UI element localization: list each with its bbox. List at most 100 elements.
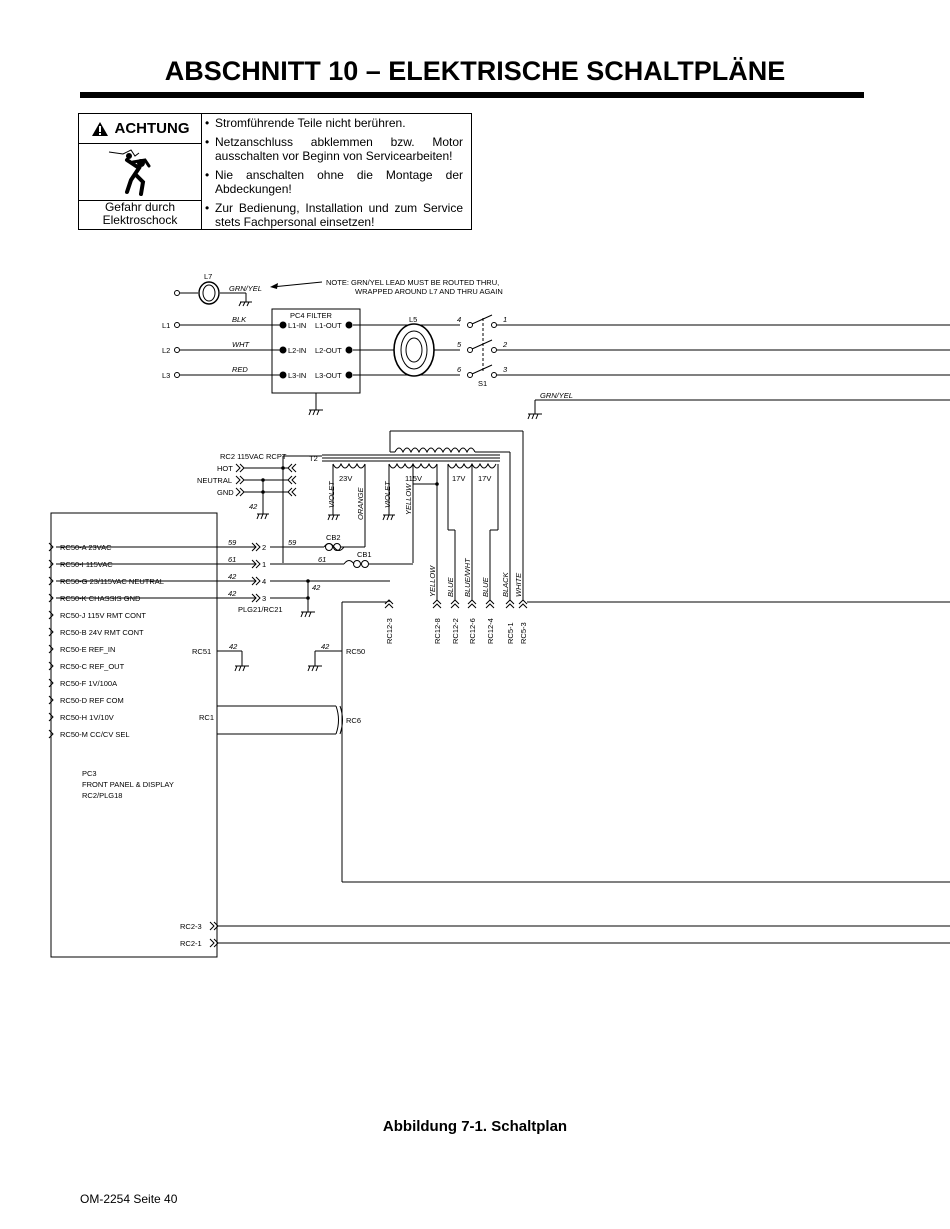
transformer-t2: T2 23V 115V 17V 17V — [309, 430, 524, 600]
rc50-pin-marker — [48, 542, 54, 552]
switch-out-1: 1 — [503, 315, 507, 324]
connector-pin-marker — [432, 599, 442, 609]
filter-l3-out: L3-OUT — [315, 371, 342, 380]
rc50-pin-marker — [48, 576, 54, 586]
grn-yel-label-2: GRN/YEL — [540, 391, 573, 400]
page-footer: OM-2254 Seite 40 — [80, 1192, 178, 1206]
pc3-line-2: FRONT PANEL & DISPLAY — [82, 780, 174, 789]
t2-label: T2 — [309, 454, 318, 463]
switch-in-4: 4 — [457, 315, 461, 324]
plg-pin-1: 1 — [262, 560, 266, 569]
switch-label: S1 — [478, 379, 487, 388]
connector-lead-color: BLUE — [481, 576, 490, 597]
plg-pin-4: 4 — [262, 577, 266, 586]
rc50-label: RC50 — [346, 647, 365, 656]
rc50-pin-marker — [48, 661, 54, 671]
rc50-pin-marker — [48, 627, 54, 637]
pc3-line-1: PC3 — [82, 769, 97, 778]
filter-l2-out: L2-OUT — [315, 346, 342, 355]
connector-pin-label: RC12-3 — [385, 618, 394, 644]
rc2-1-label: RC2-1 — [180, 939, 202, 948]
wire-42-label: 42 — [249, 502, 258, 511]
filter-l1-in: L1-IN — [288, 321, 306, 330]
wire-42-rc51: 42 — [229, 642, 238, 651]
connector-pin-label: RC12-8 — [433, 618, 442, 644]
warning-list: Stromführende Teile nicht berühren. Netz… — [205, 116, 463, 234]
connector-pin-marker — [485, 599, 495, 609]
figure-caption: Abbildung 7-1. Schaltplan — [382, 1118, 568, 1135]
rc50-pin-marker — [48, 729, 54, 739]
note-line-2: WRAPPED AROUND L7 AND THRU AGAIN — [355, 287, 503, 296]
rc50-pin-label: RC50-M CC/CV SEL — [60, 730, 130, 739]
warning-heading: ACHTUNG — [79, 114, 201, 144]
wire-42-a: 42 — [228, 572, 237, 581]
mains-input: L1 L2 L3 BLK WHT RED — [162, 315, 280, 380]
rc50-pin-label: RC50-C REF_OUT — [60, 662, 125, 671]
wire-42-b: 42 — [228, 589, 237, 598]
rc2-receptacle-label: RC2 115VAC RCPT — [220, 452, 287, 461]
pc3-line-3: RC2/PLG18 — [82, 791, 122, 800]
rc2-neutral: NEUTRAL — [197, 476, 232, 485]
secondary-17v-a-label: 17V — [452, 474, 465, 483]
plg-pin-2: 2 — [262, 543, 266, 552]
connector-lead-color: YELLOW — [428, 565, 437, 597]
rc6-label: RC6 — [346, 716, 361, 725]
wiring-schematic: L7 GRN/YEL NOTE: GRN/YEL LEAD MUST BE RO… — [48, 272, 950, 958]
secondary-17v-b-label: 17V — [478, 474, 491, 483]
lead-orange: ORANGE — [356, 486, 365, 520]
inductor-l7-label: L7 — [204, 272, 212, 281]
hazard-caption: Gefahr durch Elektroschock — [102, 200, 178, 227]
rc50-pin-marker — [48, 610, 54, 620]
connector-pin-marker — [518, 599, 528, 609]
connector-pin-label: RC12-4 — [486, 618, 495, 644]
connector-pin-label: RC12-2 — [451, 618, 460, 644]
connector-pin-label: RC5-1 — [506, 622, 515, 644]
connector-pin-label: RC12-6 — [468, 618, 477, 644]
rc50-pin-label: RC50-B 24V RMT CONT — [60, 628, 144, 637]
connector-pin-marker — [505, 599, 515, 609]
warning-triangle-icon — [91, 121, 108, 136]
connector-lead-color: BLUE/WHT — [463, 557, 472, 597]
wire-red-label: RED — [232, 365, 248, 374]
rc2-3-label: RC2-3 — [180, 922, 202, 931]
filter-l2-in: L2-IN — [288, 346, 306, 355]
rc2-hot: HOT — [217, 464, 233, 473]
l5-label: L5 — [409, 315, 417, 324]
filter-l1-out: L1-OUT — [315, 321, 342, 330]
rc50-pin-label: RC50-H 1V/10V — [60, 713, 114, 722]
plg21-label: PLG21/RC21 — [238, 605, 283, 614]
cb1-label: CB1 — [357, 550, 372, 559]
wire-wht-label: WHT — [232, 340, 250, 349]
rc50-pin-marker — [48, 695, 54, 705]
pc4-filter: PC4 FILTER L1-IN L2-IN L3-IN L1-OUT L2-O… — [271, 308, 361, 416]
wire-59-b: 59 — [288, 538, 297, 547]
switch-out-2: 2 — [502, 340, 508, 349]
warning-item: Netzanschluss abklemmen bzw. Motor aussc… — [205, 135, 463, 163]
connector-pin-marker — [450, 599, 460, 609]
connector-lead-color: WHITE — [514, 572, 523, 597]
rc50-pin-label: RC50-E REF_IN — [60, 645, 115, 654]
line-l3-label: L3 — [162, 371, 170, 380]
connector-lead-color: BLACK — [501, 571, 510, 597]
rc50-pin-marker — [48, 644, 54, 654]
title-rule — [80, 92, 864, 98]
warning-heading-text: ACHTUNG — [114, 120, 190, 137]
rc50-pin-marker — [48, 712, 54, 722]
rc1-label: RC1 — [199, 713, 214, 722]
rc50-pin-label: RC50-F 1V/100A — [60, 679, 117, 688]
filter-l3-in: L3-IN — [288, 371, 306, 380]
lead-yellow: YELLOW — [404, 483, 413, 515]
rc2-receptacle: RC2 115VAC RCPT HOT NEUTRAL GND 42 — [197, 452, 322, 563]
warning-item: Stromführende Teile nicht berühren. — [205, 116, 463, 130]
connector-pin-label: RC5-3 — [519, 622, 528, 644]
rc2-gnd: GND — [217, 488, 234, 497]
wire-blk-label: BLK — [232, 315, 247, 324]
warning-item: Nie anschalten ohne die Montage der Abde… — [205, 168, 463, 196]
rc50-pin-label: RC50-J 115V RMT CONT — [60, 611, 146, 620]
rc51-label: RC51 — [192, 647, 211, 656]
cb2-label: CB2 — [326, 533, 341, 542]
lead-violet-1: VIOLET — [327, 480, 336, 508]
wire-61-b: 61 — [318, 555, 326, 564]
connector-row: RC12-3 RC12-8 RC12-2 RC12-6 RC12-4 RC5-1 RC5-3… — [384, 557, 528, 644]
page-title: ABSCHNITT 10 – ELEKTRISCHE SCHALTPLÄNE — [164, 56, 786, 86]
